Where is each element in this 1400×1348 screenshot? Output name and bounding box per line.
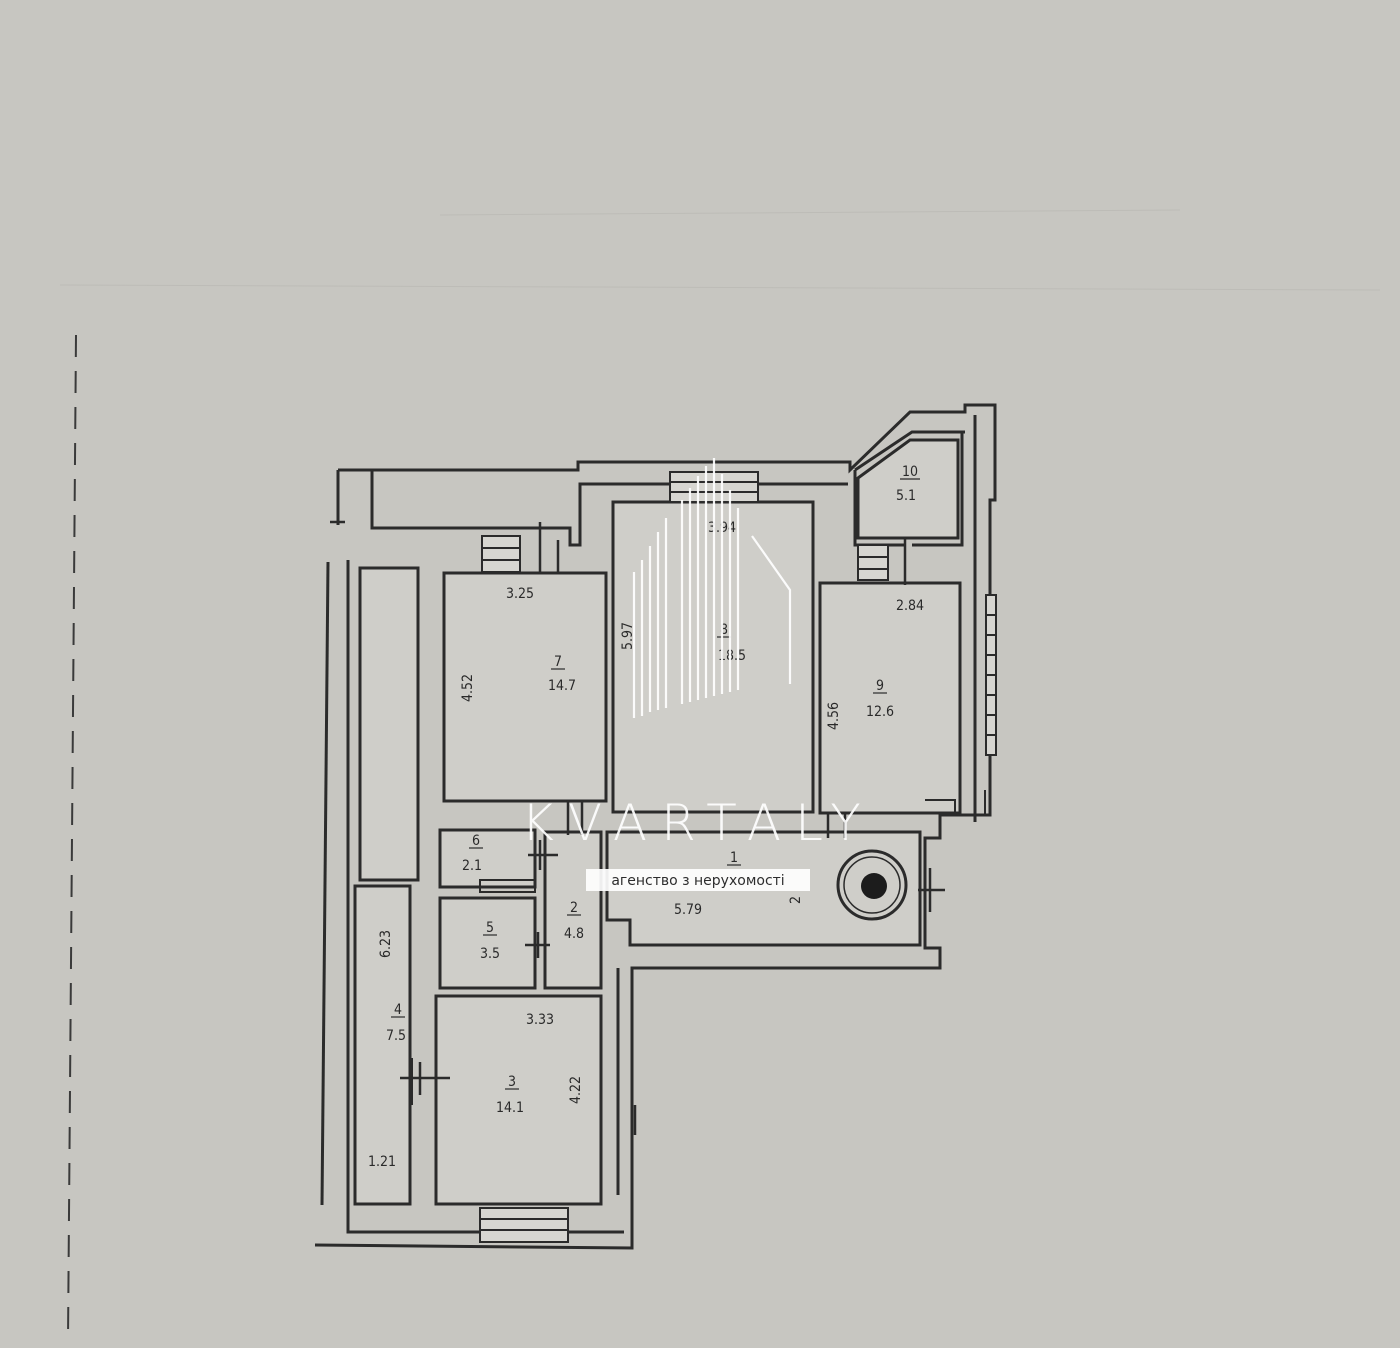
- room-4-length: 6.23: [378, 930, 394, 958]
- room-1-length: 5.79: [674, 902, 702, 918]
- room-9-length: 4.56: [826, 702, 842, 730]
- window-room-3: [479, 1207, 569, 1243]
- window-room-10: [857, 544, 889, 581]
- room-7: [442, 571, 608, 803]
- room-labels: 7 14.7 3.25 4.52 3.94 8 18.5 5.97 2.84 9…: [368, 464, 924, 1170]
- axis-line: [67, 334, 77, 1341]
- room-9-area: 12.6: [866, 704, 894, 720]
- room-5-area: 3.5: [480, 946, 500, 962]
- inner-walls: [411, 790, 986, 1105]
- room-4: [353, 884, 412, 1206]
- doors: [330, 520, 945, 1135]
- window-room-7: [481, 535, 521, 573]
- room-8-length: 5.97: [620, 622, 636, 650]
- riser: [836, 849, 908, 921]
- room-3-length: 4.22: [568, 1076, 584, 1104]
- window-room-9: [985, 594, 997, 756]
- room-4-width: 1.21: [368, 1154, 396, 1170]
- room-9: [818, 581, 962, 815]
- room-6-number: 6: [472, 833, 480, 849]
- room-4-area: 7.5: [386, 1028, 406, 1044]
- room-3-width: 3.33: [526, 1012, 554, 1028]
- room-10-area: 5.1: [896, 488, 916, 504]
- room-9-number: 9: [876, 678, 884, 694]
- room-6: [438, 828, 537, 889]
- room-7-area: 14.7: [548, 678, 576, 694]
- rooms: [353, 438, 962, 1206]
- room-8-number: 8: [720, 622, 728, 638]
- room-3-area: 14.1: [496, 1100, 524, 1116]
- room-4-number: 4: [394, 1002, 402, 1018]
- room-9-width: 2.84: [896, 598, 924, 614]
- watermark-tagline: агенство з нерухомості: [611, 873, 784, 889]
- room-7-number: 7: [554, 654, 562, 670]
- room-3: [434, 994, 603, 1206]
- room-10: [856, 438, 960, 540]
- room-10-number: 10: [902, 464, 918, 480]
- background-lines: [59, 209, 1381, 291]
- room-5: [438, 896, 537, 990]
- room-3-number: 3: [508, 1074, 516, 1090]
- room-1-width: 2: [788, 896, 804, 904]
- room-2-area: 4.8: [564, 926, 584, 942]
- windows: [479, 471, 997, 1243]
- room-7-length: 4.52: [460, 674, 476, 702]
- room-7-width: 3.25: [506, 586, 534, 602]
- room-1-number: 1: [730, 850, 738, 866]
- watermark-brand: KVARTALY: [521, 794, 875, 852]
- room-2-number: 2: [570, 900, 578, 916]
- room-2: [543, 830, 603, 990]
- room-5-number: 5: [486, 920, 494, 936]
- room-6-area: 2.1: [462, 858, 482, 874]
- room-4-upper: [358, 566, 420, 882]
- kvartaly-logo: KVARTALY агенство з нерухомості: [521, 458, 875, 891]
